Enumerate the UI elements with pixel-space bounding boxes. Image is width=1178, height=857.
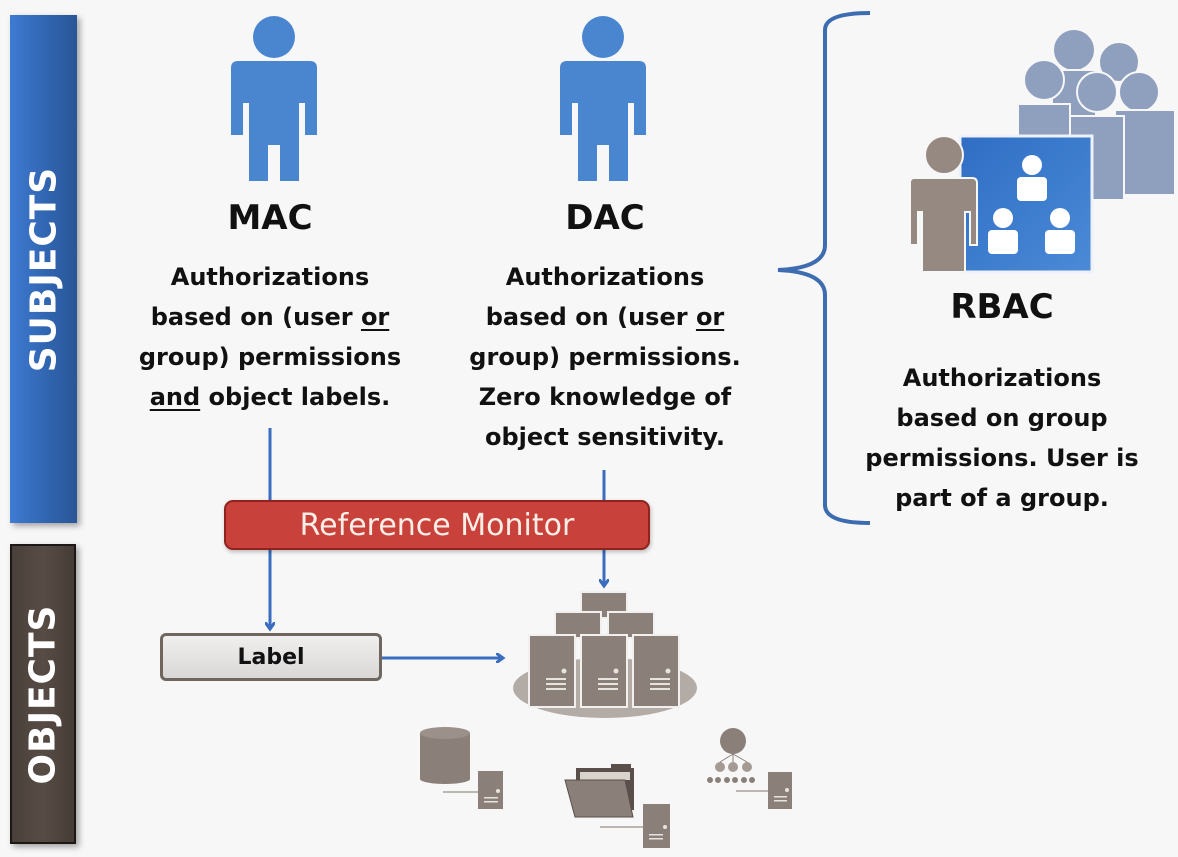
database-icon — [420, 727, 470, 784]
dac-desc-line: Authorizations — [505, 263, 705, 291]
rbac-desc-line: part of a group. — [895, 484, 1109, 512]
objects-bar: OBJECTS — [10, 544, 76, 844]
rbac-desc-line: Authorizations — [902, 364, 1102, 392]
mac-title: MAC — [227, 198, 313, 238]
dac-person-icon — [560, 16, 646, 181]
rbac-brace — [777, 11, 871, 525]
label-box-text: Label — [237, 644, 305, 670]
mac-desc-line: Authorizations — [170, 263, 370, 291]
org-tree-server-icon — [736, 772, 792, 809]
rbac-description: Authorizations based on group permission… — [852, 358, 1152, 518]
mac-person-icon — [231, 16, 317, 181]
mac-desc-line: based on (user or — [150, 303, 390, 331]
role-hierarchy-icon — [958, 134, 1094, 274]
dac-desc-line: based on (user or — [485, 303, 725, 331]
folder-server-icon — [600, 804, 670, 848]
label-box: Label — [160, 633, 382, 681]
emphasis-or: or — [695, 303, 725, 331]
emphasis-or: or — [360, 303, 390, 331]
dac-description: Authorizations based on (user or group) … — [450, 257, 760, 457]
reference-monitor-label: Reference Monitor — [299, 507, 575, 543]
emphasis-and: and — [149, 383, 201, 411]
dac-desc-line: group) permissions. — [469, 343, 741, 371]
dac-title: DAC — [565, 198, 645, 238]
server-cluster-icon — [513, 591, 697, 718]
subjects-bar: SUBJECTS — [10, 15, 77, 523]
mac-desc-line: and object labels. — [149, 383, 391, 411]
mac-desc-line: group) permissions — [138, 343, 402, 371]
dac-desc-line: Zero knowledge of — [478, 383, 732, 411]
org-tree-icon — [707, 728, 755, 783]
database-server-icon — [443, 771, 503, 809]
folder-icon — [564, 764, 634, 818]
reference-monitor-box: Reference Monitor — [224, 500, 650, 550]
rbac-desc-line: permissions. User is — [865, 444, 1139, 472]
dac-desc-line: object sensitivity. — [485, 423, 725, 451]
mac-description: Authorizations based on (user or group) … — [120, 257, 420, 417]
user-icon — [909, 135, 978, 273]
rbac-title: RBAC — [950, 287, 1054, 327]
rbac-desc-line: based on group — [896, 404, 1108, 432]
